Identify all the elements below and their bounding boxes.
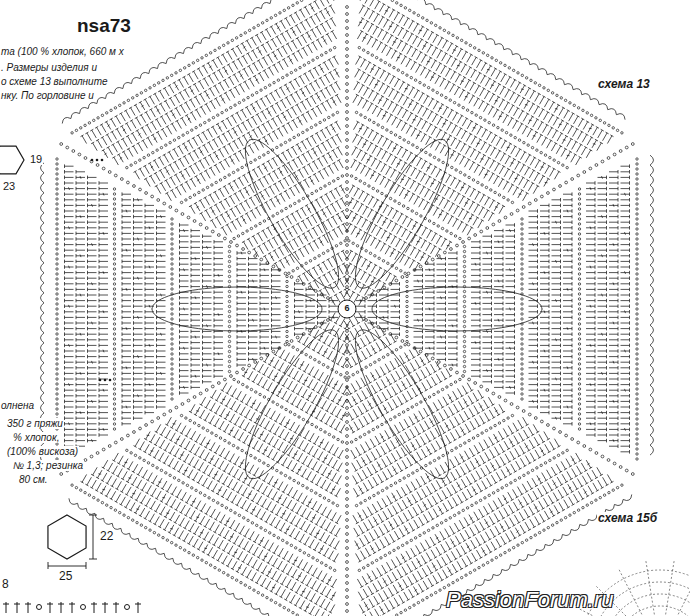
dimension-label: 25 (58, 570, 73, 583)
dot-mark (99, 379, 102, 382)
hexagon-shape (48, 515, 86, 559)
dot-mark (96, 159, 99, 162)
stitch-wedge (344, 313, 632, 616)
page-number: 8 (1, 578, 10, 591)
pattern-title: nsa73 (76, 16, 132, 37)
stitch-count: 6 (343, 304, 350, 314)
materials-text: 350 г пряжи (6, 418, 64, 429)
dimension-line (48, 515, 97, 569)
dot-mark (109, 379, 112, 382)
dimension-label: 22 (99, 530, 114, 543)
symbol-row (3, 602, 141, 613)
chain-row (348, 344, 623, 616)
dot-mark (91, 159, 94, 162)
chain-row (71, 0, 346, 274)
stitch-wedge (69, 313, 350, 616)
materials-text: № 1,3; резинка (12, 460, 84, 471)
stitch-wedge (344, 0, 625, 305)
chain-row (348, 0, 623, 274)
description-text: нку. По горловине и (0, 90, 95, 101)
chart-caption: схема 15б (597, 512, 658, 525)
description-text: . Размеры изделия и (0, 62, 98, 73)
watermark: PassionForum.ru (445, 588, 615, 612)
hexagon-shape (0, 146, 24, 174)
stitch-wedge (356, 155, 654, 455)
yarn-note: та (100 % хлопок, 660 м х (0, 46, 125, 57)
description-text: о схеме 13 выполните (0, 76, 109, 87)
chain-dots (60, 6, 634, 613)
chain-row (71, 344, 346, 616)
magic-ring (338, 300, 356, 318)
stitch-wedge (41, 163, 339, 463)
dot-mark (101, 159, 104, 162)
materials-text: (100% вискоза) (6, 446, 79, 457)
dimension-label: 23 (2, 180, 16, 192)
description-text: олнена (0, 400, 35, 411)
dot-mark (104, 379, 107, 382)
chart-caption: схема 13 (597, 78, 651, 91)
dimension-label: 19 (29, 153, 43, 165)
materials-text: % хлопок, (12, 432, 60, 443)
materials-text: 80 см. (18, 474, 49, 485)
